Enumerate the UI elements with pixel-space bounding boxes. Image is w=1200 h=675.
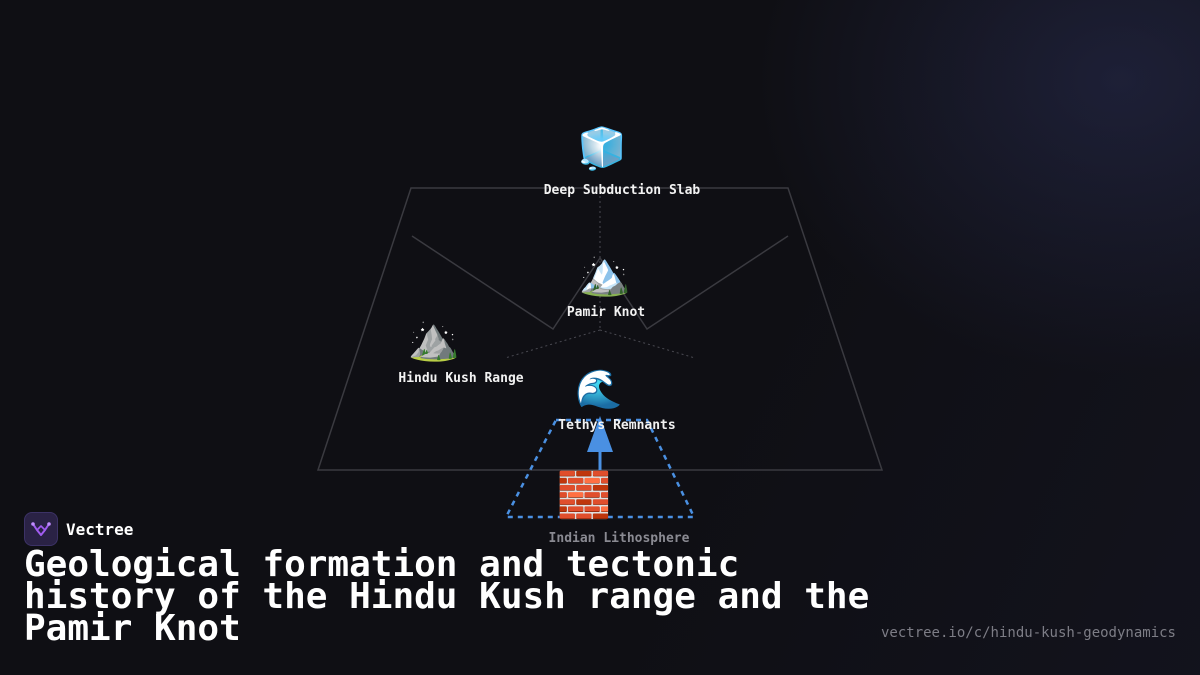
node-tethys-remnants: 🌊 Tethys Remnants: [558, 367, 675, 433]
page-url[interactable]: vectree.io/c/hindu-kush-geodynamics: [880, 625, 1176, 641]
node-indian-lithosphere: 🧱 Indian Lithosphere: [549, 470, 690, 546]
node-hindu-kush-range: ⛰️ Hindu Kush Range: [398, 314, 523, 386]
outer-frame: [316, 187, 884, 471]
mountain-icon: ⛰️: [408, 314, 460, 363]
node-pamir-knot: 🏔️ Pamir Knot: [567, 249, 645, 320]
ice-cube-icon: 🧊: [577, 125, 627, 172]
brand-name: Vectree: [66, 519, 134, 539]
node-label: Hindu Kush Range: [398, 371, 523, 386]
brick-icon: 🧱: [557, 470, 612, 521]
page-title: Geological formation and tectonic histor…: [24, 544, 870, 649]
node-deep-subduction-slab: 🧊 Deep Subduction Slab: [544, 125, 701, 198]
vectree-logo-icon: [24, 512, 58, 546]
brand[interactable]: Vectree: [24, 512, 133, 546]
highlight-triangle: [503, 418, 696, 519]
wave-icon: 🌊: [575, 367, 622, 411]
connector-right: [599, 329, 696, 359]
node-label: Pamir Knot: [567, 305, 645, 320]
node-label: Deep Subduction Slab: [544, 183, 701, 198]
push-arrow-head: [587, 416, 613, 452]
snow-capped-mountain-icon: 🏔️: [579, 249, 631, 298]
connector-left: [504, 329, 601, 359]
node-label: Tethys Remnants: [558, 418, 675, 433]
node-label: Indian Lithosphere: [549, 531, 690, 546]
